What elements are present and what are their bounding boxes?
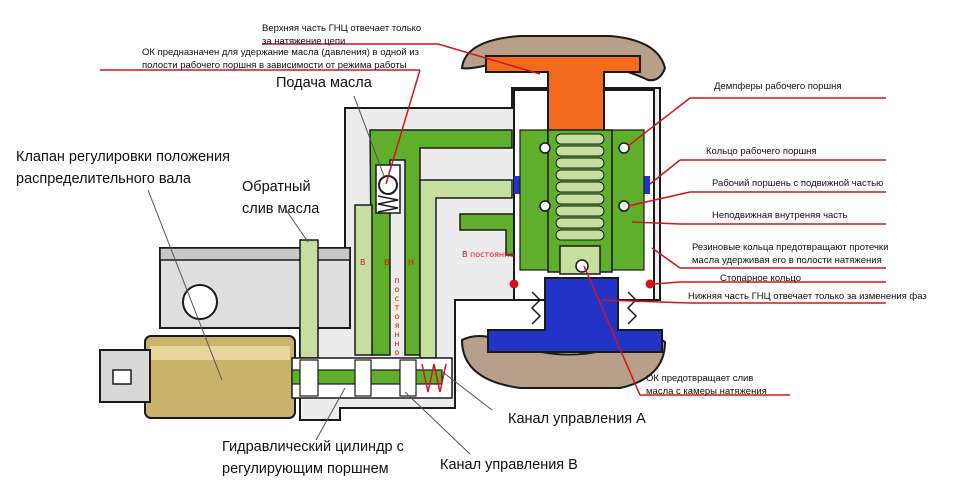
spool-land-3 <box>399 359 417 397</box>
label-hydraulic-cylinder: Гидравлический цилиндр с регулирующим по… <box>222 439 404 477</box>
label-return-drain: Обратный слив масла <box>242 179 320 217</box>
label-check-valve-hold: ОК предназначен для удержание масла (дав… <box>142 47 419 71</box>
label-camshaft-valve: Клапан регулировки положения распределит… <box>16 149 230 187</box>
leader-lines <box>100 43 886 396</box>
mark-b1: В <box>360 258 366 267</box>
connector-tab <box>112 369 132 385</box>
mark-n: Н <box>408 258 415 267</box>
label-channel-a: Канал управления А <box>508 411 646 427</box>
label-oil-supply: Подача масла <box>276 75 372 91</box>
inner-part-right <box>611 129 645 271</box>
label-dampers: Демпферы рабочего поршня <box>714 81 842 92</box>
damper-right <box>618 142 630 154</box>
pointer-lines <box>147 95 493 455</box>
mark-b2: В <box>384 258 390 267</box>
solenoid-highlight <box>150 346 290 360</box>
mount-hole <box>182 284 218 320</box>
label-channel-b: Канал управления В <box>440 457 578 473</box>
channel-constant-pressure <box>369 129 513 356</box>
label-check-valve-prevent: ОК предотвращает слив масла с камеры нат… <box>646 373 767 397</box>
label-piston-ring: Кольцо рабочего поршня <box>706 146 817 157</box>
spool-spring <box>421 363 447 393</box>
spool-land-1 <box>299 359 319 397</box>
label-working-piston: Рабочий поршень с подвижной частью <box>712 178 884 189</box>
label-lower-part: Нижняя часть ГНЦ отвечает только за изме… <box>688 291 927 302</box>
stop-ring-right <box>645 279 655 289</box>
ball-right <box>618 200 630 212</box>
channel-b-box <box>354 204 373 356</box>
damper-left <box>539 142 551 154</box>
mark-constant: В постоянно <box>462 250 515 259</box>
lower-spring <box>530 291 638 325</box>
stop-ring-left <box>509 279 519 289</box>
piston-spring <box>555 133 605 241</box>
ball-left <box>539 200 551 212</box>
channel-return <box>299 239 319 359</box>
label-fixed-inner: Неподвижная внутреняя часть <box>712 210 848 221</box>
label-upper-part: Верхняя часть ГНЦ отвечает только за нат… <box>262 23 422 47</box>
label-stop-ring: Стопарное кольцо <box>720 273 802 284</box>
spool-land-2 <box>354 359 372 397</box>
supply-check-spring <box>377 195 399 213</box>
mark-vertical: постоянно <box>394 276 400 357</box>
lower-piston <box>487 277 663 353</box>
bolt-bar-top <box>159 247 351 261</box>
label-rubber-rings: Резиновые кольца предотвращают протечки … <box>692 242 889 266</box>
